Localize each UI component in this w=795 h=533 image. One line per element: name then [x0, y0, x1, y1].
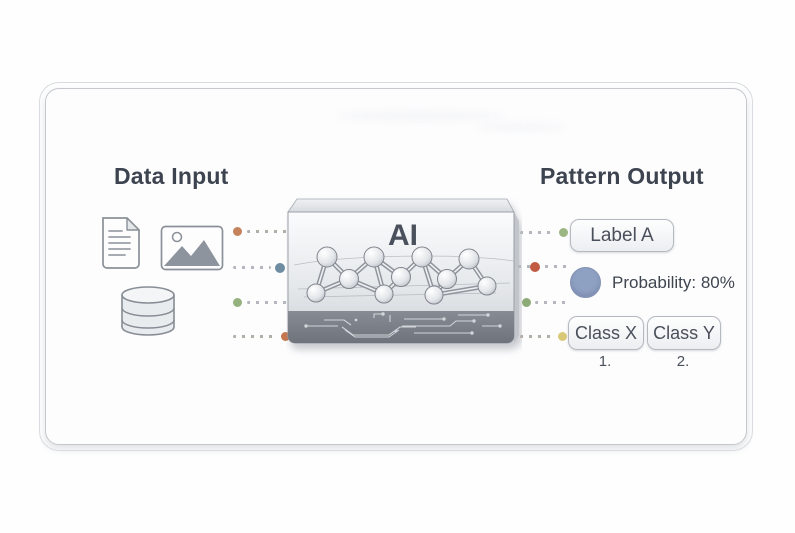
connector-left-1 — [233, 227, 287, 236]
connector-dashes — [247, 230, 287, 233]
connector-dot — [522, 298, 531, 307]
connector-right-2 — [518, 262, 568, 272]
connector-right-4 — [520, 332, 568, 341]
connector-dot — [530, 262, 540, 272]
connector-right-1 — [520, 228, 568, 237]
class-x-button[interactable]: Class X — [568, 316, 644, 350]
connector-dashes — [535, 301, 568, 304]
connector-dot — [559, 228, 568, 237]
probability-row: Probability: 80% — [570, 267, 735, 298]
class-x-text: Class X — [574, 322, 637, 343]
connector-dashes — [233, 266, 271, 269]
document-icon — [102, 217, 140, 269]
scan-artifact — [476, 123, 566, 131]
class-y-number: 2. — [676, 353, 690, 370]
ai-box-top-face — [287, 198, 515, 213]
pattern-output-title: Pattern Output — [540, 163, 704, 189]
diagram-card: Data Input Pattern Output — [39, 82, 753, 451]
connector-dashes — [520, 231, 554, 234]
connector-dot — [281, 332, 290, 341]
connector-dot — [233, 227, 242, 236]
probability-circle — [570, 267, 601, 298]
database-icon — [121, 286, 175, 336]
class-y-button[interactable]: Class Y — [647, 316, 721, 350]
data-input-title: Data Input — [114, 163, 229, 189]
connector-left-2 — [233, 263, 287, 273]
ai-box-label: AI — [388, 219, 418, 252]
connector-right-3 — [522, 298, 568, 307]
ai-box: AI — [287, 198, 519, 344]
connector-dashes — [233, 335, 276, 338]
connector-left-4 — [233, 332, 290, 341]
network-edges-highlight — [315, 256, 488, 296]
ai-box-side-face — [514, 212, 519, 343]
class-y-text: Class Y — [653, 322, 715, 343]
connector-dashes — [520, 335, 555, 338]
scan-artifact — [336, 111, 506, 121]
connector-dot — [233, 298, 242, 307]
label-a-text: Label A — [590, 224, 654, 246]
label-a-button[interactable]: Label A — [570, 219, 674, 252]
class-x-number: 1. — [598, 353, 612, 370]
connector-dashes — [518, 265, 568, 268]
connector-dashes — [247, 301, 287, 304]
connector-left-3 — [233, 298, 287, 307]
probability-text: Probability: 80% — [612, 272, 735, 292]
connector-dot — [558, 332, 567, 341]
circuit-nodes — [304, 312, 502, 335]
network-nodes — [306, 246, 497, 305]
circuit-traces — [306, 313, 500, 338]
ai-box-body: AI — [287, 198, 519, 344]
image-icon — [160, 225, 224, 271]
connector-dot — [275, 263, 285, 273]
